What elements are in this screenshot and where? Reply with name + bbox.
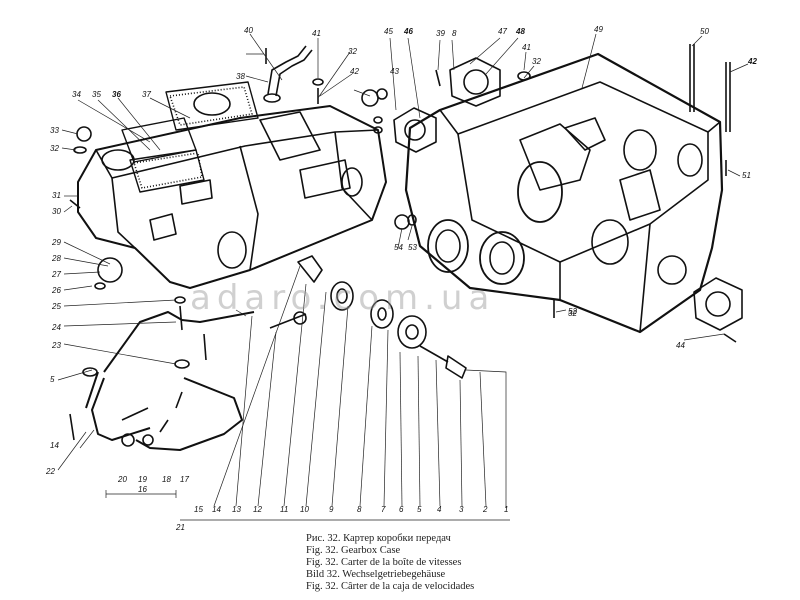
callout-8: 8	[357, 505, 362, 514]
caption-line-ru: Рис. 32. Картер коробки передач	[306, 533, 451, 544]
breather-pipe	[263, 45, 313, 103]
leader-lines	[57, 33, 749, 521]
callout-32-top: 32	[348, 47, 357, 56]
callout-19: 19	[138, 475, 147, 484]
callout-54: 54	[394, 243, 403, 252]
callout-45: 45	[384, 27, 393, 36]
callout-22: 22	[45, 467, 55, 476]
callout-21: 21	[175, 523, 185, 532]
callout-50: 50	[700, 27, 709, 36]
callout-12: 12	[253, 505, 262, 514]
callout-44: 44	[676, 341, 685, 350]
caption-line-en: Fig. 32. Gearbox Case	[306, 545, 401, 556]
upper-cover-housing	[77, 105, 387, 289]
callout-47: 47	[498, 27, 507, 36]
callout-53: 53	[408, 243, 417, 252]
callout-27: 27	[51, 270, 61, 279]
cover-plate-and-gasket	[121, 81, 259, 193]
callout-32-bottom: 32	[568, 309, 577, 318]
caption-line-es: Fig. 32. Cârter de la caja de velocidade…	[306, 581, 475, 592]
caption-line-fr: Fig. 32. Carter de la boîte de vitesses	[306, 557, 462, 568]
top-flange	[449, 57, 501, 107]
main-gearbox-case	[404, 52, 724, 334]
caption-line-de: Bild 32. Wechselgetriebegehäuse	[306, 569, 446, 580]
callout-28: 28	[51, 254, 61, 263]
callout-33: 33	[50, 126, 59, 135]
callout-29: 29	[51, 238, 61, 247]
front-flange	[393, 107, 437, 153]
callout-31: 31	[52, 191, 61, 200]
callout-11: 11	[280, 505, 288, 514]
callout-48: 48	[515, 27, 525, 36]
callout-2: 2	[482, 505, 488, 514]
callout-1: 1	[504, 505, 508, 514]
callout-42-left: 42	[350, 67, 359, 76]
callout-24: 24	[51, 323, 61, 332]
callout-9: 9	[329, 505, 334, 514]
callout-7: 7	[381, 505, 386, 514]
callout-13: 13	[232, 505, 241, 514]
callout-36: 36	[112, 90, 121, 99]
callout-41-left: 41	[312, 29, 321, 38]
callout-4: 4	[437, 505, 442, 514]
callout-38: 38	[236, 72, 245, 81]
callout-37: 37	[142, 90, 151, 99]
callout-8-top: 8	[452, 29, 457, 38]
callout-30: 30	[52, 207, 61, 216]
callout-41-right: 41	[522, 43, 531, 52]
callout-17: 17	[180, 475, 189, 484]
callout-16: 16	[138, 485, 147, 494]
callout-42-right: 42	[747, 57, 757, 66]
small-fasteners-left	[69, 126, 207, 447]
side-flange-cover	[693, 277, 743, 331]
callout-20: 20	[117, 475, 127, 484]
callout-6: 6	[399, 505, 404, 514]
callout-18: 18	[162, 475, 171, 484]
callout-32-right: 32	[532, 57, 541, 66]
callout-51: 51	[742, 171, 751, 180]
callout-14: 14	[212, 505, 221, 514]
callout-10: 10	[300, 505, 309, 514]
watermark: adaro.com.ua	[190, 278, 496, 318]
callout-15: 15	[194, 505, 203, 514]
callout-40: 40	[244, 26, 253, 35]
callout-26: 26	[51, 286, 61, 295]
callout-3: 3	[459, 505, 464, 514]
oil-line-assembly	[85, 311, 255, 451]
callout-43: 43	[390, 67, 399, 76]
callout-49: 49	[594, 25, 603, 34]
filter-parts-chain	[269, 255, 467, 379]
callout-39: 39	[436, 29, 445, 38]
callout-labels: 1 2 3 4 5 6 7 8 9 10 11 12 13 14 15 16 1…	[45, 25, 757, 532]
callout-14-left: 14	[50, 441, 59, 450]
callout-34: 34	[72, 90, 81, 99]
callout-5: 5	[417, 505, 422, 514]
long-studs	[689, 44, 731, 132]
callout-23: 23	[51, 341, 61, 350]
figure-caption: Рис. 32. Картер коробки передач Fig. 32.…	[306, 533, 474, 593]
callout-32-left: 32	[50, 144, 59, 153]
callout-35: 35	[92, 90, 101, 99]
callout-25: 25	[51, 302, 61, 311]
callout-46: 46	[403, 27, 413, 36]
callout-52: 52	[568, 307, 577, 316]
callout-5-left: 5	[50, 375, 55, 384]
